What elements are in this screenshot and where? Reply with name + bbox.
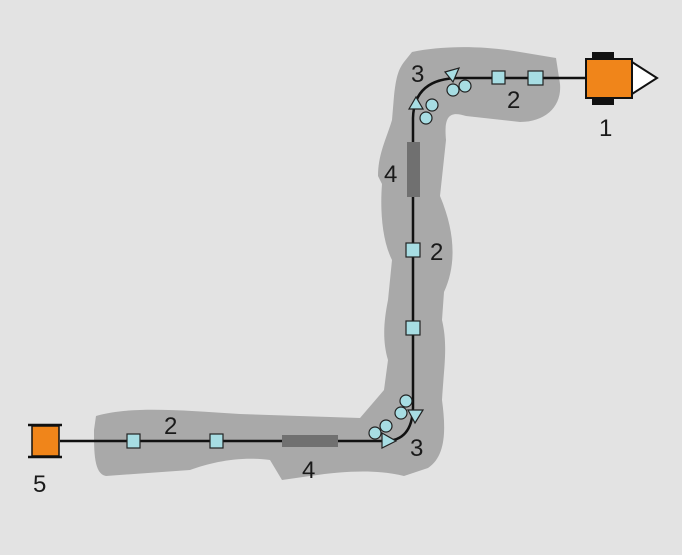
bend-roller [419,111,433,125]
end-component-1 [585,52,659,105]
spacer-markers [126,70,544,449]
label-component-5: 5 [33,471,46,498]
bend-roller [399,394,413,408]
bend-roller [394,406,408,420]
bend-arrow-marker [407,95,425,110]
bend-roller [368,426,382,440]
bend-arrow-marker [406,409,425,425]
spacer-square [527,70,544,86]
component-1-cap-top [592,52,614,61]
end-component-5 [28,423,62,459]
label-component-1: 1 [599,115,612,142]
label-bend-bottom: 3 [410,435,423,462]
cover-bar-bottom [282,435,338,447]
spacer-square [405,320,421,336]
component-1-nozzle [631,60,659,96]
label-bend-top: 3 [411,61,424,88]
spacer-square [405,242,421,258]
label-spacer-top: 2 [507,87,520,114]
label-cover-bottom: 4 [302,457,315,484]
label-spacer-bottom: 2 [164,413,177,440]
label-cover-vertical: 4 [384,161,397,188]
bend-elements-bottom [368,394,425,449]
cover-bar-vertical [407,142,420,197]
component-1-cap-bottom [592,96,614,105]
spacer-square [209,433,224,449]
bend-roller [458,79,472,93]
label-spacer-vertical: 2 [430,239,443,266]
shaded-region [94,47,561,481]
bend-arrow-marker [443,67,461,84]
component-5-body [31,425,60,457]
spacer-square [491,70,506,85]
spacer-square [126,433,141,449]
bend-roller [425,98,439,112]
bend-arrow-marker [381,431,398,449]
component-1-body [585,58,633,99]
cable-path [60,76,585,443]
bend-roller [379,419,393,433]
bend-elements-top [407,67,472,125]
bend-roller [446,83,460,97]
